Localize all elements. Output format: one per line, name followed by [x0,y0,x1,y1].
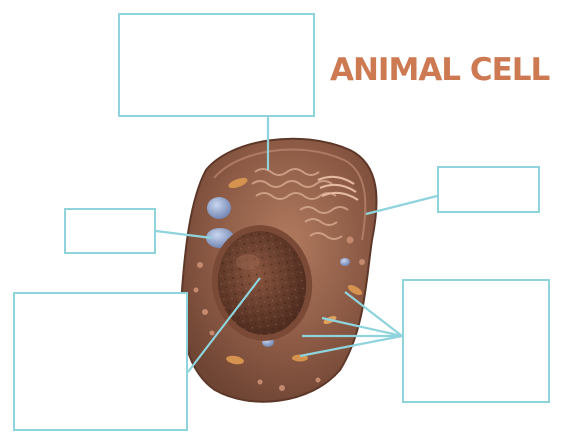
label-box-top[interactable] [118,13,315,117]
label-box-right-big[interactable] [402,279,550,403]
label-box-left-small[interactable] [64,208,156,254]
label-box-left-big[interactable] [13,292,188,431]
diagram-title: ANIMAL CELL [330,52,549,88]
label-box-right-upper[interactable] [437,166,540,213]
